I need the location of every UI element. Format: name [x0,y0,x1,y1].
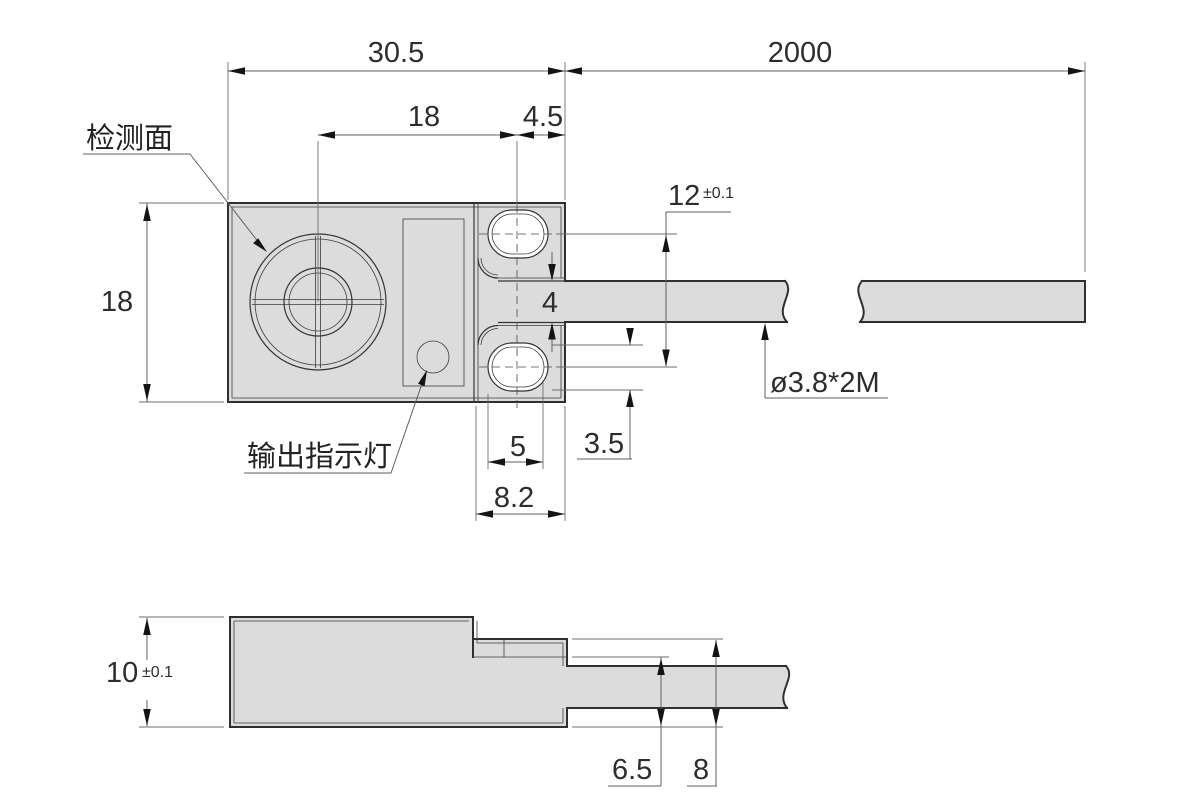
label-plate [402,218,465,387]
dim-hole-pitch: 12 ±0.1 [662,180,734,367]
dim-body-thickness: 10 ±0.1 [106,616,224,728]
cable-segment-left [565,281,789,322]
dim-total-width: 30.5 [227,37,566,200]
dim-bracket-height-text: 8 [693,754,709,786]
dim-hole-center-offset: 18 [317,101,517,302]
dim-bracket-width: 8.2 [475,406,566,521]
detection-face-label: 检测面 [86,122,173,155]
dim-cable-length-text: 2000 [768,37,833,69]
side-body-inner-line [233,620,564,724]
side-cable-outline [566,664,791,710]
sensor-body-outline [227,202,566,403]
dim-body-thickness-text: 10 [106,657,138,689]
side-view: 10 ±0.1 6.5 8 [106,616,791,787]
side-body [230,617,567,727]
dim-body-height-text: 18 [101,286,133,318]
indicator-led [416,340,450,374]
cable-slot-notches [477,257,565,346]
cable-outline-left [564,279,790,324]
cable-outline-right [857,279,1086,324]
dim-edge-to-hole-center-text: 4.5 [523,101,563,133]
cable-segment-right [858,281,1085,322]
face-crosshair [252,236,384,368]
dim-hole-pitch-text: 12 [668,180,700,212]
dim-cable-slot-gap: 4 [542,252,558,352]
side-body-outline [229,616,568,728]
dim-slot-floor-height-text: 6.5 [612,754,652,786]
output-indicator-label: 输出指示灯 [247,440,392,473]
dim-slot-length-text: 5 [510,431,526,463]
dim-hole-center-offset-text: 18 [408,101,440,133]
top-view: 30.5 2000 18 4.5 18 [83,37,1086,521]
dim-bracket-height: 8 [572,638,723,787]
dim-cable-length: 2000 [565,37,1086,272]
sensor-body [228,203,565,402]
dim-hole-pitch-tolerance-text: ±0.1 [703,185,734,202]
detection-face-callout: 检测面 [83,122,267,252]
dim-edge-to-hole-center: 4.5 [517,101,565,139]
cable-spec-text: ø3.8*2M [770,367,880,399]
side-cable [567,666,790,708]
sensor-body-inner-line [231,206,562,399]
dim-slot-height: 3.5 [552,328,643,460]
dim-slot-floor-height: 6.5 [572,656,723,787]
cable-spec-callout: ø3.8*2M [761,323,888,399]
output-indicator-callout: 输出指示灯 [244,370,427,474]
dim-body-thickness-tolerance-text: ±0.1 [142,664,173,681]
dim-slot-length: 5 [487,383,544,469]
dim-total-width-text: 30.5 [368,37,424,69]
dim-cable-slot-gap-text: 4 [542,287,558,319]
dim-bracket-width-text: 8.2 [494,482,534,514]
detection-face [249,233,387,371]
dim-body-height: 18 [101,202,224,403]
dim-slot-height-text: 3.5 [584,428,624,460]
side-step-lines [473,639,567,658]
center-lines [479,141,677,412]
